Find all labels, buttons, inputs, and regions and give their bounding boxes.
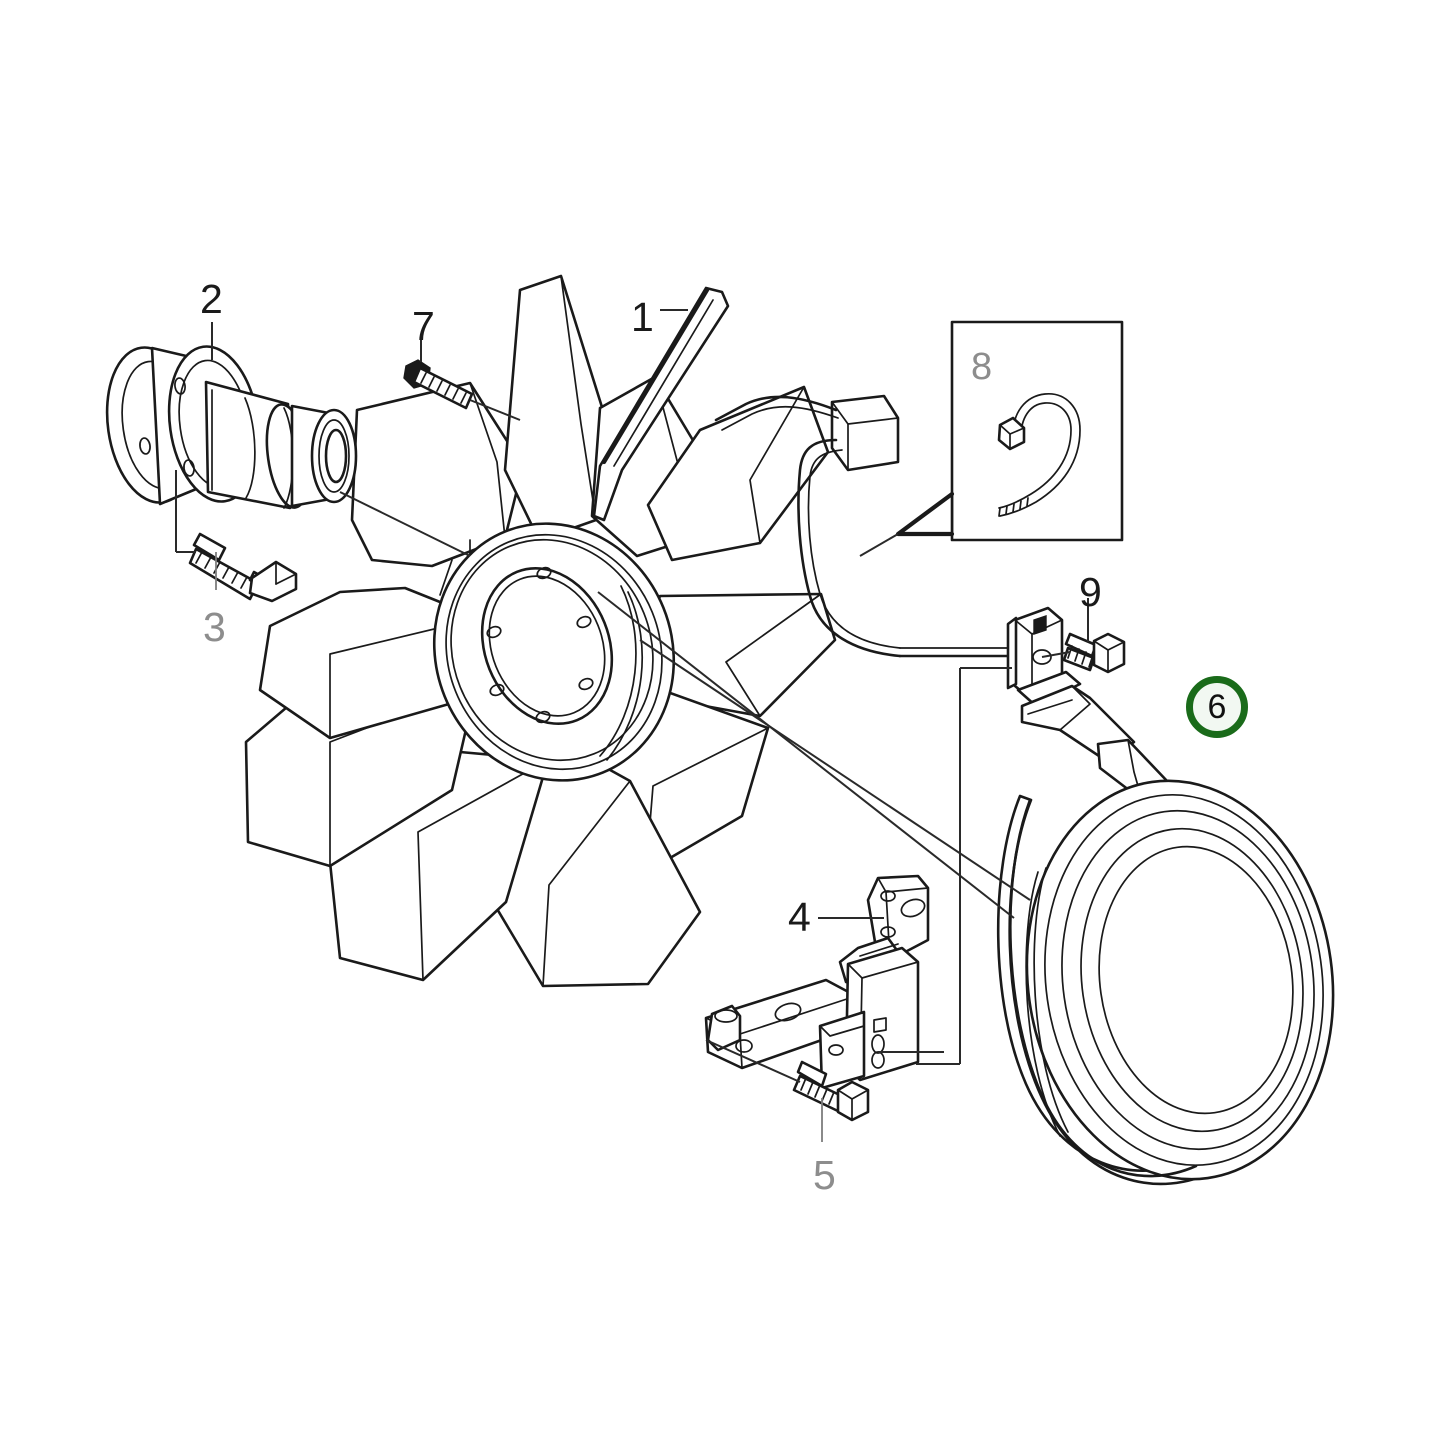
callout-label-1[interactable]: 1 (631, 294, 654, 340)
callout-label-9[interactable]: 9 (1079, 569, 1102, 615)
fan-screw-part (403, 359, 474, 410)
wiring-harness (714, 394, 1012, 658)
cable-tie-inset (895, 320, 1124, 542)
viscous-fan-clutch-part (996, 779, 1335, 1186)
callout-label-2[interactable]: 2 (200, 276, 223, 322)
fan-hub-ring (432, 522, 676, 782)
temperature-sensor-part (592, 286, 730, 522)
callout-label-3[interactable]: 3 (203, 604, 226, 650)
hub-bolt-part (188, 532, 298, 603)
bracket-bolt-part (792, 1060, 870, 1122)
callout-label-5[interactable]: 5 (813, 1152, 836, 1198)
fan-hub-flange-part (105, 345, 358, 510)
cable-tie-glyph (997, 393, 1081, 517)
callout-label-8[interactable]: 8 (971, 346, 993, 388)
callout-label-7[interactable]: 7 (412, 303, 435, 349)
highlight-badge-label: 6 (1207, 687, 1227, 726)
mounting-bracket-part (704, 874, 930, 1090)
highlight-badge-6[interactable]: 6 (1186, 676, 1248, 738)
callout-label-4[interactable]: 4 (788, 894, 811, 940)
leader-lines (175, 309, 1089, 1142)
